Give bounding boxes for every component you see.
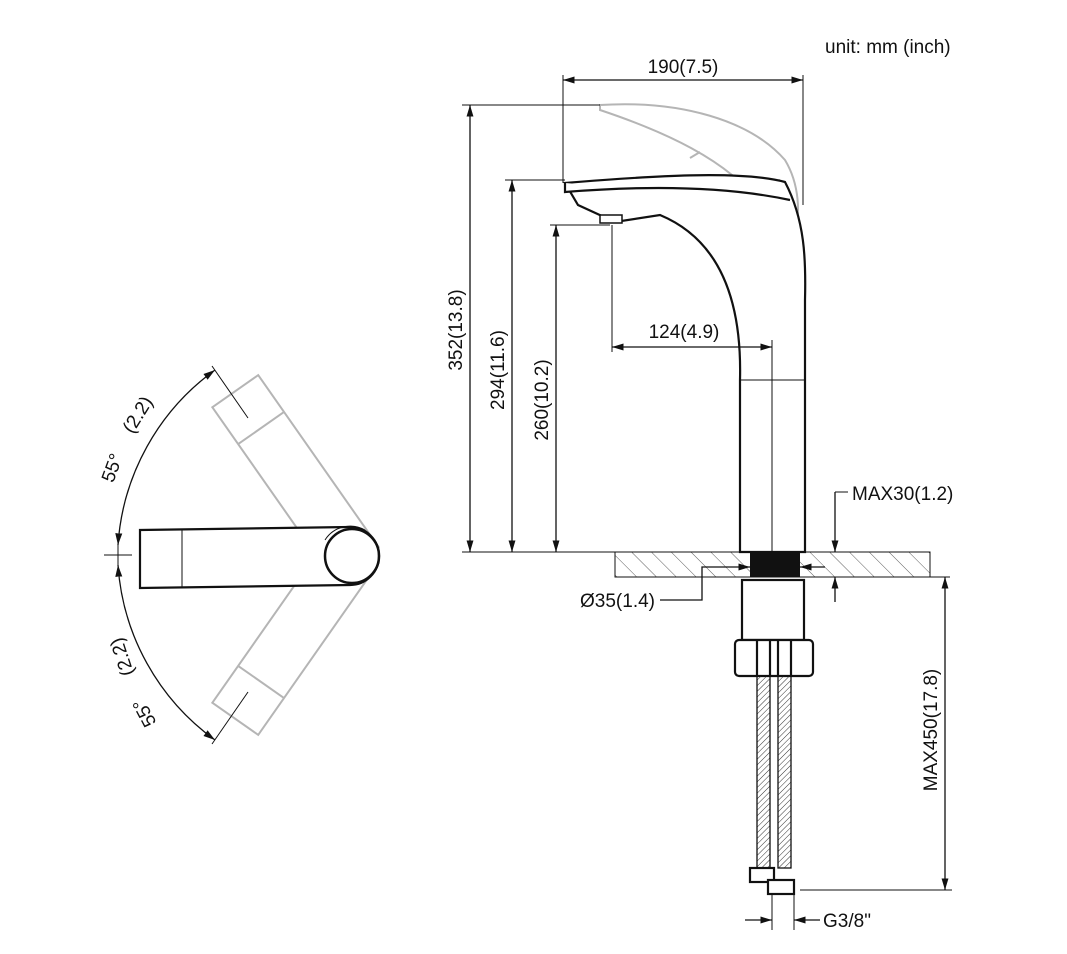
dim-260-label: 260(10.2) (532, 359, 553, 440)
dimension-diameter: Ø35(1.4) (580, 563, 825, 612)
supply-hose-left (756, 675, 771, 869)
dim-max30-label: MAX30(1.2) (852, 484, 953, 505)
mounting-shank (750, 552, 800, 577)
handle-body (138, 525, 381, 590)
dim-352-label: 352(13.8) (446, 289, 467, 370)
dim-diameter-label: Ø35(1.4) (580, 591, 655, 612)
faucet-side-view (462, 103, 931, 896)
dim-124-label: 124(4.9) (649, 322, 720, 343)
lower-angle-value: (2.2) (107, 635, 139, 679)
dimension-g38: G3/8" (745, 895, 871, 932)
shank-body (740, 578, 806, 642)
dimension-190: 190(7.5) (562, 57, 804, 205)
raised-handle-outline (599, 103, 799, 234)
lower-angle-label: 55° (129, 695, 161, 730)
angle-arc-upper (115, 369, 216, 546)
upper-angle-value: (2.2) (119, 393, 158, 437)
dim-max450-label: MAX450(17.8) (921, 669, 942, 792)
faucet-body (563, 174, 807, 554)
hose-fitting-left (748, 866, 776, 884)
handle-lower-edge (563, 183, 791, 202)
dimension-294: 294(11.6) (488, 179, 565, 552)
dim-294-label: 294(11.6) (488, 330, 509, 410)
handle-cartridge (323, 527, 381, 585)
dim-g38-label: G3/8" (823, 911, 871, 932)
hose-stubs (755, 640, 793, 676)
supply-hose-right (777, 675, 792, 869)
upper-angle-label: 55° (98, 451, 128, 485)
aerator (599, 214, 623, 224)
handle-top-view: 55° (2.2) (2.2) 55° (98, 365, 381, 745)
dimension-124: 124(4.9) (611, 225, 773, 552)
dimension-352: 352(13.8) (446, 104, 600, 552)
dim-190-label: 190(7.5) (648, 57, 719, 78)
unit-label: unit: mm (inch) (825, 37, 951, 58)
hose-fitting-right (766, 878, 796, 896)
angle-arc-lower (115, 564, 216, 741)
dimension-max450: MAX450(17.8) (800, 577, 952, 891)
dimension-max30: MAX30(1.2) (800, 484, 953, 602)
mounting-nut (733, 638, 815, 678)
dimension-260: 260(10.2) (532, 224, 610, 552)
